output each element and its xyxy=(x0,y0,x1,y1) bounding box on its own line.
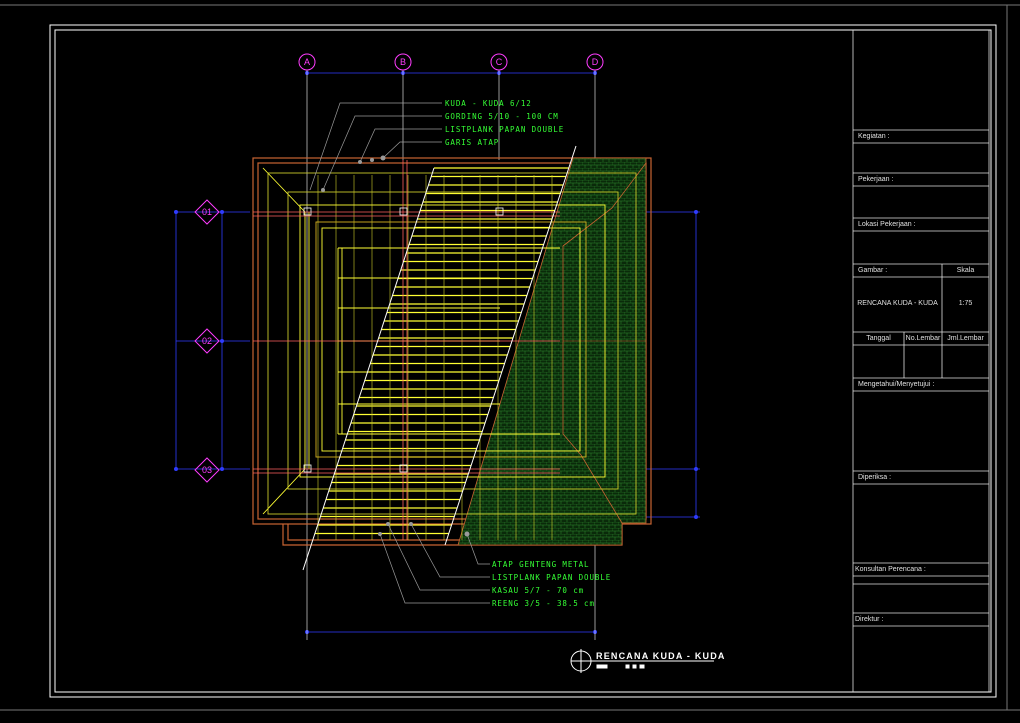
roof-battens xyxy=(314,167,569,540)
note-kasau: KASAU 5/7 - 70 cm xyxy=(492,586,585,595)
note-kuda-kuda: KUDA - KUDA 6/12 xyxy=(445,99,532,108)
grid-label-a: A xyxy=(303,57,310,67)
tb-no-lembar: No.Lembar xyxy=(905,335,941,342)
tb-skala-value: 1:75 xyxy=(958,300,973,307)
note-gording: GORDING 5/10 - 100 CM xyxy=(445,112,559,121)
leaders-bottom xyxy=(379,523,490,604)
outer-frame xyxy=(0,4,1020,711)
note-atap-genteng: ATAP GENTENG METAL xyxy=(492,560,590,569)
note-garis-atap: GARIS ATAP xyxy=(445,138,500,147)
tb-diperiksa: Diperiksa : xyxy=(858,474,892,481)
note-listplank-top: LISTPLANK PAPAN DOUBLE xyxy=(445,125,565,134)
grid-label-02: 02 xyxy=(201,336,212,346)
note-listplank-bottom: LISTPLANK PAPAN DOUBLE xyxy=(492,573,612,582)
tb-gambar-value: RENCANA KUDA - KUDA xyxy=(857,300,938,307)
tb-direktur: Direktur : xyxy=(855,616,884,623)
section-cut-lines xyxy=(302,145,577,571)
title-symbol xyxy=(570,649,714,673)
tb-konsultan: Konsultan Perencana : xyxy=(855,566,926,573)
leaders-top xyxy=(309,102,442,191)
grid-label-d: D xyxy=(591,57,599,67)
tb-skala-label: Skala xyxy=(956,267,975,274)
tb-kegiatan: Kegiatan : xyxy=(858,133,890,140)
tb-lokasi: Lokasi Pekerjaan : xyxy=(858,221,916,228)
title-block xyxy=(852,30,990,692)
tb-tanggal: Tanggal xyxy=(866,335,891,342)
tb-pekerjaan: Pekerjaan : xyxy=(858,176,894,183)
drawing-title: RENCANA KUDA - KUDA xyxy=(596,651,726,661)
tb-mengetahui: Mengetahui/Menyetujui : xyxy=(858,381,935,388)
truss-framing xyxy=(262,167,637,515)
note-reeng: REENG 3/5 - 38.5 cm xyxy=(492,599,595,608)
grid-label-03: 03 xyxy=(201,465,212,475)
grid-label-c: C xyxy=(495,57,503,67)
grid-label-01: 01 xyxy=(201,207,212,217)
grid-bubbles xyxy=(194,53,604,483)
tb-jml-lembar: Jml.Lembar xyxy=(947,335,984,342)
ridge-lines xyxy=(253,160,560,540)
column-nodes xyxy=(303,207,504,473)
tb-gambar-label: Gambar : xyxy=(858,267,888,274)
grid-label-b: B xyxy=(399,57,406,67)
